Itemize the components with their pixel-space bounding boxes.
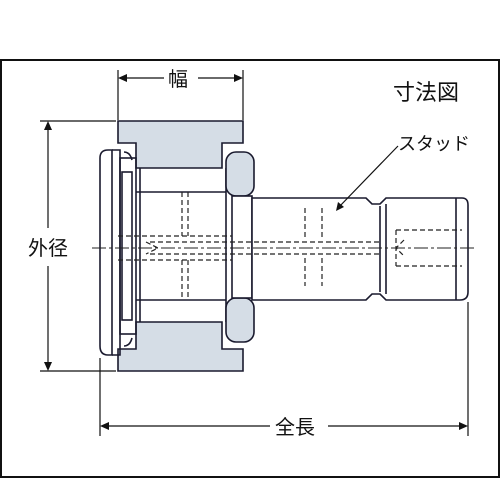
stud-leader [336, 145, 399, 211]
stud-label: スタッド [398, 134, 470, 155]
seal-ring [225, 151, 255, 343]
width-dimension [117, 70, 244, 120]
outer-ring [117, 120, 244, 372]
outer-ring-top [117, 120, 244, 169]
outer-diameter-label: 外径 [28, 236, 68, 260]
overall-length-dimension [99, 302, 469, 436]
inner-ring [136, 168, 227, 322]
outer-diameter-dimension [40, 120, 116, 372]
width-label: 幅 [168, 67, 188, 91]
stud-body [251, 197, 469, 301]
frame-border [0, 59, 500, 478]
side-plate [99, 149, 137, 356]
outer-ring-bottom [117, 321, 244, 372]
title-label: 寸法図 [393, 81, 459, 106]
overall-length-label: 全長 [275, 415, 315, 439]
